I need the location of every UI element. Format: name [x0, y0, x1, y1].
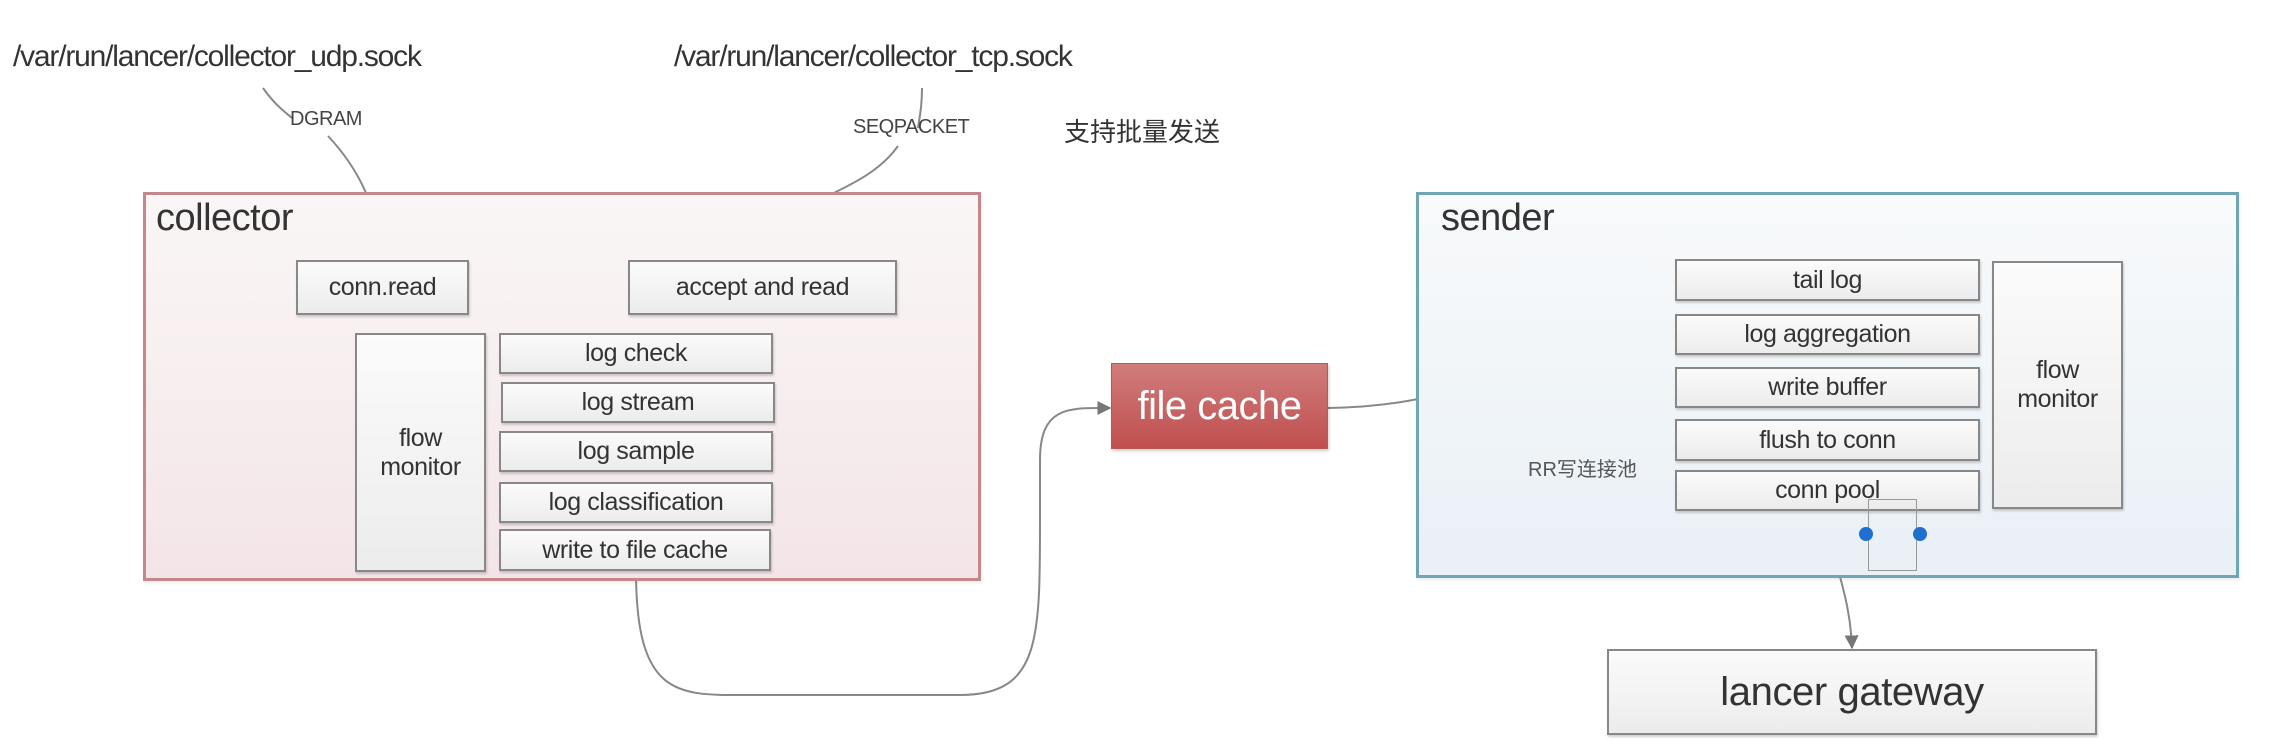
file-cache-box[interactable]: file cache: [1111, 363, 1328, 449]
write-to-file-cache-box[interactable]: write to file cache: [499, 529, 771, 571]
collector-flow-monitor-label: flow monitor: [380, 423, 461, 481]
flush-to-conn-label: flush to conn: [1759, 425, 1896, 454]
write-buffer-box[interactable]: write buffer: [1675, 367, 1980, 408]
log-classification-box[interactable]: log classification: [499, 482, 773, 523]
log-check-label: log check: [584, 339, 687, 368]
batch-send-note: 支持批量发送: [1064, 117, 1221, 147]
log-stream-box[interactable]: log stream: [501, 382, 775, 423]
lancer-gateway-box[interactable]: lancer gateway: [1607, 649, 2097, 735]
accept-and-read-label: accept and read: [675, 273, 850, 302]
log-check-box[interactable]: log check: [499, 333, 773, 374]
tcp-socket-type: SEQPACKET: [853, 116, 970, 138]
sender-title: sender: [1441, 197, 1555, 239]
collector-title: collector: [156, 197, 294, 239]
conn-pool-label: conn pool: [1775, 476, 1880, 505]
write-to-file-cache-label: write to file cache: [542, 535, 728, 564]
selection-rect[interactable]: [1868, 499, 1917, 571]
tail-log-box[interactable]: tail log: [1675, 259, 1980, 301]
udp-socket-type: DGRAM: [290, 108, 362, 130]
tcp-socket-path: /var/run/lancer/collector_tcp.sock: [674, 40, 1073, 73]
selection-handle-right[interactable]: [1913, 527, 1927, 541]
rr-pool-note: RR写连接池: [1528, 459, 1637, 481]
write-buffer-label: write buffer: [1768, 373, 1887, 402]
conn-read-label: conn.read: [328, 273, 437, 302]
udp-socket-path: /var/run/lancer/collector_udp.sock: [13, 40, 422, 73]
conn-read-box[interactable]: conn.read: [296, 260, 469, 315]
flush-to-conn-box[interactable]: flush to conn: [1675, 419, 1980, 461]
log-aggregation-label: log aggregation: [1744, 320, 1911, 349]
lancer-gateway-label: lancer gateway: [1720, 670, 1984, 714]
log-aggregation-box[interactable]: log aggregation: [1675, 314, 1980, 355]
log-classification-label: log classification: [548, 488, 724, 517]
sender-flow-monitor-label: flow monitor: [2017, 356, 2098, 413]
conn-pool-box[interactable]: conn pool: [1675, 470, 1980, 511]
log-sample-box[interactable]: log sample: [499, 431, 773, 472]
selection-handle-left[interactable]: [1859, 527, 1873, 541]
sender-flow-monitor-box[interactable]: flow monitor: [1992, 261, 2123, 509]
tail-log-label: tail log: [1792, 265, 1863, 294]
udp-to-connread-connector[interactable]: [262, 87, 293, 119]
log-sample-label: log sample: [577, 437, 695, 466]
collector-flow-monitor-box[interactable]: flow monitor: [355, 333, 486, 572]
accept-and-read-box[interactable]: accept and read: [628, 260, 897, 315]
file-cache-label: file cache: [1137, 383, 1302, 428]
log-stream-label: log stream: [581, 388, 695, 417]
